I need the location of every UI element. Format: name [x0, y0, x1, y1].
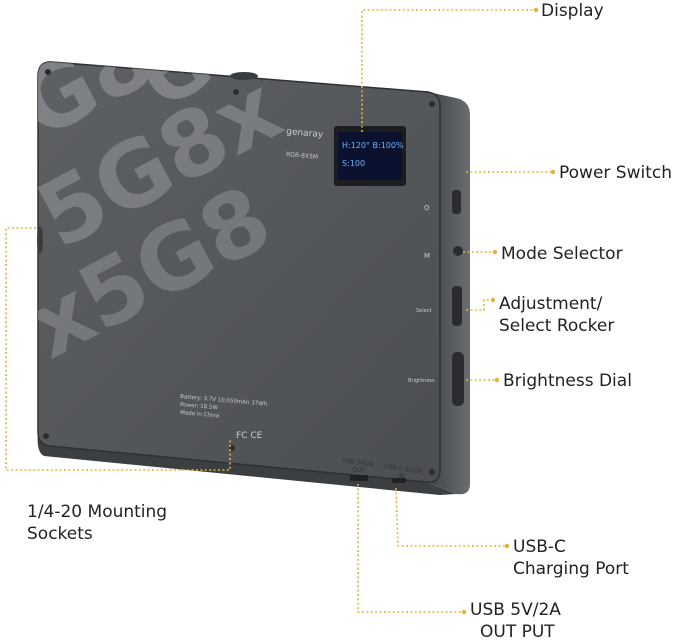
- callout-display-text: Display: [541, 1, 604, 21]
- callout-rocker-line2: Select Rocker: [499, 316, 615, 336]
- usb-out-port-label: USB 5V/2A: [342, 457, 376, 469]
- display-line-1: H:120° B:100%: [342, 141, 404, 150]
- brightness-label: Brightness: [408, 378, 435, 384]
- spec-line-3: Made in China: [180, 410, 220, 419]
- callout-power-switch-text: Power Switch: [559, 163, 673, 183]
- callout-rocker-line1: Adjustment/: [499, 294, 603, 314]
- callout-mounting-line2: Sockets: [27, 524, 93, 544]
- callout-usb-out-line2: OUT PUT: [480, 622, 555, 642]
- mode-button: [453, 246, 463, 256]
- callout-usb-out: USB 5V/2A OUT PUT: [470, 599, 561, 643]
- callout-mounting: 1/4-20 Mounting Sockets: [27, 501, 167, 545]
- callout-mode-selector: Mode Selector: [501, 243, 623, 265]
- callout-rocker: Adjustment/ Select Rocker: [499, 293, 614, 337]
- select-label: Select: [416, 308, 431, 314]
- callout-usb-out-line1: USB 5V/2A: [470, 600, 561, 620]
- model-number: RGB-8X5M: [286, 151, 319, 161]
- brightness-dial: [452, 352, 464, 406]
- power-button-label: O: [424, 204, 430, 212]
- brand-logo: genaray: [286, 127, 324, 140]
- display-screen: [338, 132, 402, 180]
- screws: [43, 69, 435, 475]
- top-mount-socket: [230, 72, 258, 80]
- callout-usbc-line2: Charging Port: [513, 559, 629, 579]
- spec-line-2: Power: 18.5W: [180, 402, 219, 411]
- usb-c-port: [392, 478, 406, 483]
- callout-usbc-line1: USB-C: [513, 537, 566, 557]
- callout-display: Display: [541, 0, 604, 22]
- callout-mounting-line1: 1/4-20 Mounting: [27, 502, 168, 522]
- left-mount-socket: [37, 226, 43, 254]
- leader-dots: [461, 7, 556, 615]
- callout-mode-selector-text: Mode Selector: [501, 244, 623, 264]
- callout-brightness-dial: Brightness Dial: [503, 370, 632, 392]
- power-switch: [452, 190, 461, 214]
- callout-usbc: USB-C Charging Port: [513, 536, 629, 580]
- leader-lines: [5, 9, 553, 613]
- cert-marks: FC CE: [236, 431, 263, 441]
- callout-power-switch: Power Switch: [559, 162, 672, 184]
- display-line-2: S:100: [342, 159, 365, 168]
- usb-out-port: [350, 475, 368, 481]
- mode-button-label: M: [424, 252, 430, 260]
- callout-brightness-dial-text: Brightness Dial: [503, 371, 632, 391]
- select-rocker: [452, 286, 462, 326]
- usb-out-port-sublabel: OUT: [352, 467, 365, 474]
- usb-c-port-sublabel: IN: [398, 473, 404, 480]
